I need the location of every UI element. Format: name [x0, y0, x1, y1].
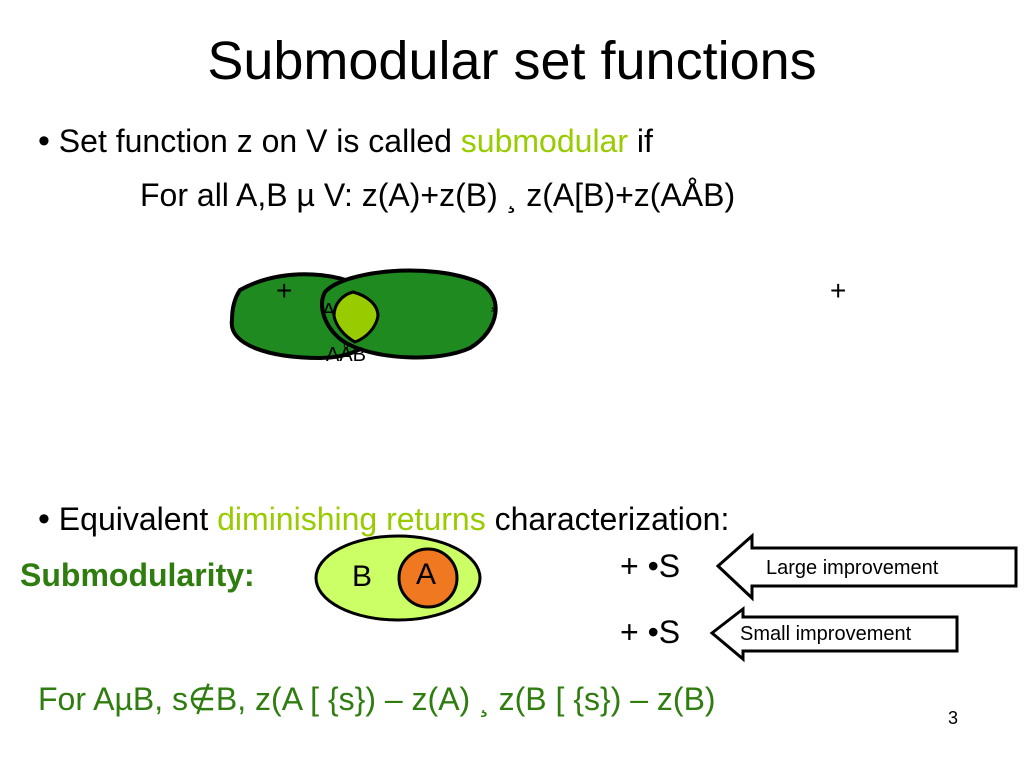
plus-s-large: + •S — [620, 548, 681, 584]
large-improvement-text: Large improvement — [766, 557, 939, 579]
venn-ge-symbol: ¸ — [490, 290, 497, 312]
large-callout-arrow — [715, 532, 1018, 602]
bullet2-prefix: Equivalent — [58, 501, 218, 537]
bullet1-highlight: submodular — [460, 123, 628, 159]
plus-s-small: + •S — [620, 614, 681, 650]
venn-label-a: A — [322, 300, 336, 322]
bullet-diminishing-returns: • Equivalent diminishing returns charact… — [38, 500, 729, 539]
bullet1-suffix: if — [628, 123, 653, 159]
bullet-icon: • — [38, 122, 50, 160]
small-callout-arrow — [709, 605, 959, 663]
venn-label-intersection: AÅB — [326, 344, 367, 366]
venn-intersection — [332, 290, 380, 344]
venn-plus-right: + — [830, 275, 847, 306]
bullet1-prefix: Set function z on V is called — [58, 123, 461, 159]
bullet2-suffix: characterization: — [485, 501, 730, 537]
set-b-label: B — [352, 560, 373, 593]
diminishing-returns-formula: For AµB, s∉B, z(A [ {s}) – z(A) ¸ z(B [ … — [38, 681, 716, 717]
bullet2-highlight: diminishing returns — [217, 501, 486, 537]
page-number: 3 — [948, 708, 959, 728]
inequality-line: For all A,B µ V: z(A)+z(B) ¸ z(A[B)+z(AÅ… — [140, 177, 736, 213]
set-a-label: A — [416, 558, 437, 591]
bullet-submodular-definition: • Set function z on V is called submodul… — [38, 122, 653, 161]
venn-plus-left: + — [276, 275, 293, 306]
submodularity-label: Submodularity: — [20, 557, 255, 593]
small-improvement-text: Small improvement — [740, 623, 912, 645]
slide-title: Submodular set functions — [207, 31, 817, 91]
bullet-icon: • — [38, 500, 50, 538]
set-a-circle — [397, 547, 459, 609]
